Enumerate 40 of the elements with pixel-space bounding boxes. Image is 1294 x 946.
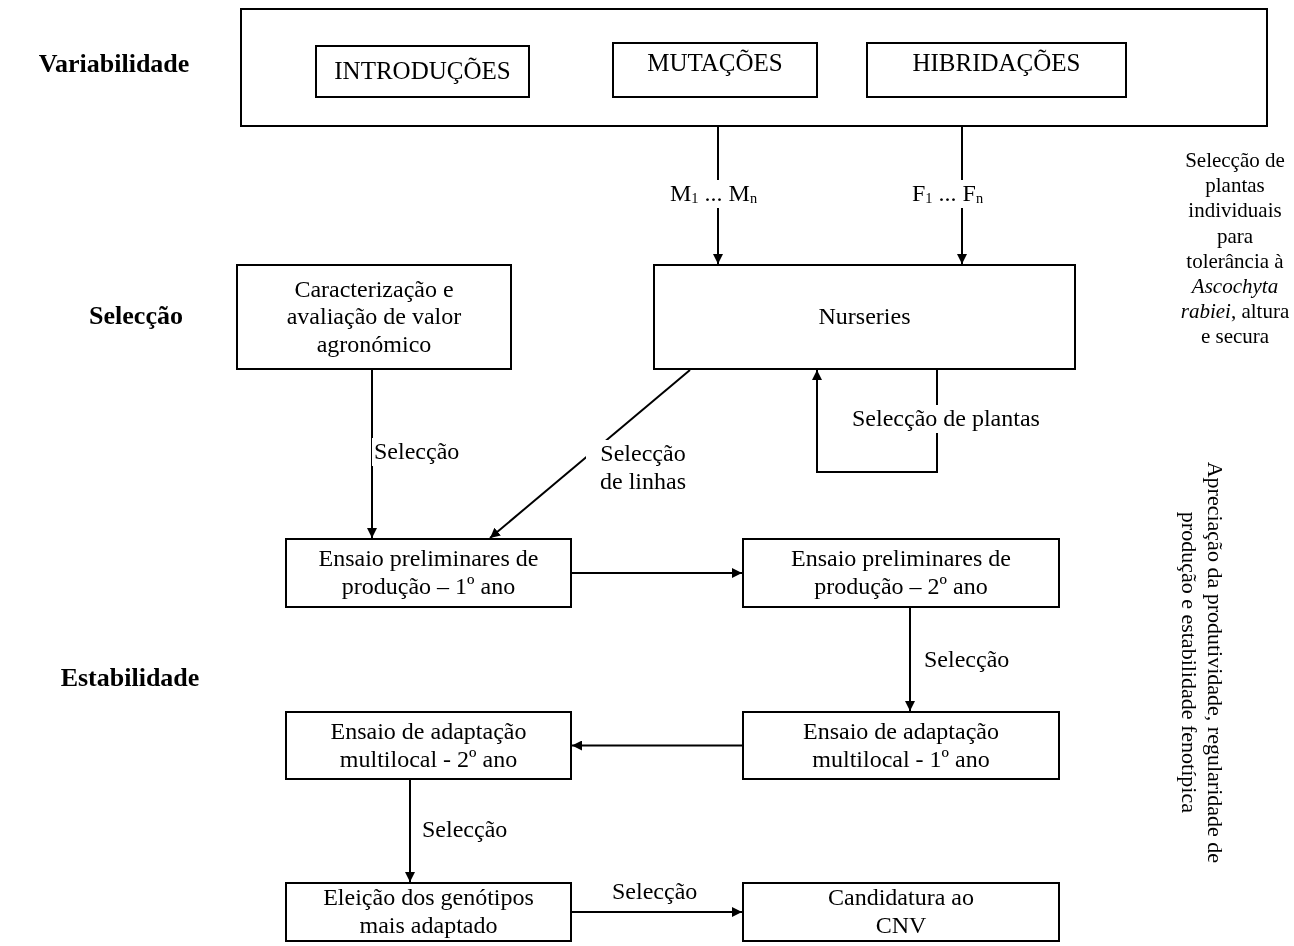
edge-label: Selecção de plantas [850,405,1042,433]
edge-label: M$_{1}$ ... M$_{n}$ [668,180,760,208]
process-box [866,42,1127,98]
box-label: Ensaio preliminares de produção – 2º ano [790,545,1012,601]
process-box [285,711,572,780]
box-label: Caracterização e avaliação de valor agronómico [285,275,463,359]
process-box [742,711,1060,780]
process-box [315,45,530,98]
box-label: HIBRIDAÇÕES [912,48,1081,78]
arrow [405,779,415,883]
process-box [653,264,1076,370]
box-label: Ensaio de adaptação multilocal - 2º ano [329,717,528,774]
box-label: Eleição dos genótipos mais adaptado [322,884,535,940]
arrow [905,607,915,712]
process-box [285,882,572,942]
box-label: Ensaio preliminares de produção – 1º ano [317,545,540,601]
box-label: INTRODUÇÕES [333,57,512,86]
box-label: Ensaio de adaptação multilocal - 1º ano [802,717,1000,774]
arrow [571,907,743,917]
stage-heading: Variabilidade [37,48,191,80]
note-text: Apreciação da produtividade, regularidade de produção e estabilidade fenotípica [1176,460,1229,866]
box-label: MUTAÇÕES [647,48,783,78]
edge-label: Selecção [372,438,462,466]
process-box [285,538,572,608]
edge-label: F$_{1}$ ... F$_{n}$ [910,180,986,208]
arrow [489,369,691,539]
process-box [612,42,818,98]
stage-heading: Estabilidade [59,662,201,694]
stage-heading: Selecção [88,300,184,332]
arrow [571,568,743,578]
arrow [571,740,743,751]
note-text: Selecção de plantas individuais para tolerância à Ascochyta rabiei, altura e secura [1179,148,1291,350]
process-box [742,538,1060,608]
process-box [742,882,1060,942]
box-label: Nurseries [817,303,912,331]
arrow [812,369,938,473]
box-label: Candidatura ao CNV [827,884,975,940]
arrow [367,369,377,539]
process-box [236,264,512,370]
group-box [240,8,1268,127]
